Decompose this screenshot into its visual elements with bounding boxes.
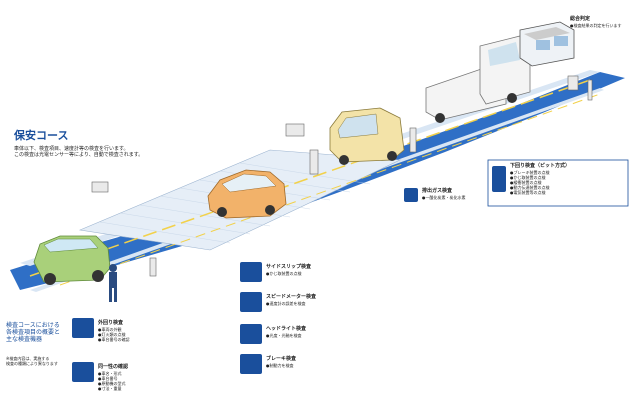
outside-title: 外回り検査 <box>98 320 124 326</box>
underfloor-item-2: ●かじ取装置の点検 <box>510 175 546 180</box>
station-brake-label: ブレーキ検査 <box>266 356 297 362</box>
exhaust-icon <box>404 188 418 202</box>
station-speedometer-label: スピードメーター検査 <box>266 294 317 300</box>
station-headlight-label: ヘッドライト検査 <box>266 326 307 332</box>
station-speedometer-note: ●速度計の誤差を検査 <box>266 301 306 306</box>
outside-item-2: ●灯火類の点検 <box>98 332 126 337</box>
inside-item-4: ●寸法・重量 <box>98 386 122 391</box>
inside-item-3: ●原動機の型式 <box>98 381 126 386</box>
sideslip-icon <box>240 262 262 282</box>
green-car <box>33 235 111 285</box>
station-headlight-note: ●光度・光軸を検査 <box>266 333 302 338</box>
underfloor-icon <box>492 166 506 192</box>
intro-line-2: この検査は光電センサー等により、自動で検査されます。 <box>14 152 144 158</box>
equipment-post-3 <box>567 75 579 91</box>
booth-note: ●検査結果の判定を行います <box>570 23 622 28</box>
left-note-2: 各検査項目の概要と <box>6 329 61 336</box>
cream-van <box>329 107 405 165</box>
headlight-icon <box>240 324 262 344</box>
left-note-3: 主な検査機器 <box>6 336 43 343</box>
station-sideslip-label: サイドスリップ検査 <box>266 264 312 270</box>
brake-icon <box>240 354 262 374</box>
orange-car <box>207 169 287 219</box>
booth <box>519 21 575 67</box>
booth-label: 総合判定 <box>570 16 591 22</box>
underfloor-item-3: ●緩衝装置の点検 <box>510 180 542 185</box>
camera-unit-center <box>285 123 305 137</box>
underfloor-item-4: ●動力伝達装置の点検 <box>510 185 550 190</box>
truck <box>425 35 531 123</box>
inside-item-1: ●車名・形式 <box>98 371 122 376</box>
inside-icon <box>72 362 94 382</box>
outside-item-3: ●車台番号の確認 <box>98 337 130 342</box>
footnote-1: ※検査内容は、実施する <box>6 356 50 361</box>
title: 保安コース <box>14 129 69 142</box>
footnote-2: 検査の種類により異なります <box>6 361 58 366</box>
speedometer-icon <box>240 292 262 312</box>
underfloor-item-1: ●ブレーキ装置の点検 <box>510 170 550 175</box>
underfloor-item-5: ●電気装置等の点検 <box>510 190 546 195</box>
underfloor-panel <box>487 159 629 207</box>
equipment-post-1 <box>309 149 319 175</box>
exhaust-note: ●一酸化炭素・炭化水素 <box>422 195 466 200</box>
outside-icon <box>72 318 94 338</box>
intro-line-1: 車体以下、検査項目、速度計等の検査を行います。 <box>14 146 129 152</box>
left-note-1: 検査コースにおける <box>6 322 60 329</box>
outside-item-1: ●車両の外観 <box>98 327 122 332</box>
inside-title: 同一性の確認 <box>98 364 129 370</box>
station-brake-note: ●制動力を検査 <box>266 363 294 368</box>
station-sideslip-note: ●かじ取装置の点検 <box>266 271 302 276</box>
inspector-person <box>109 264 117 302</box>
underfloor-title: 下回り検査（ピット方式） <box>510 163 571 169</box>
equipment-post-4 <box>149 257 157 277</box>
inside-item-2: ●車台番号 <box>98 376 118 381</box>
camera-unit-left <box>91 181 109 193</box>
exhaust-title: 排出ガス検査 <box>422 188 453 194</box>
equipment-post-2 <box>409 127 417 153</box>
